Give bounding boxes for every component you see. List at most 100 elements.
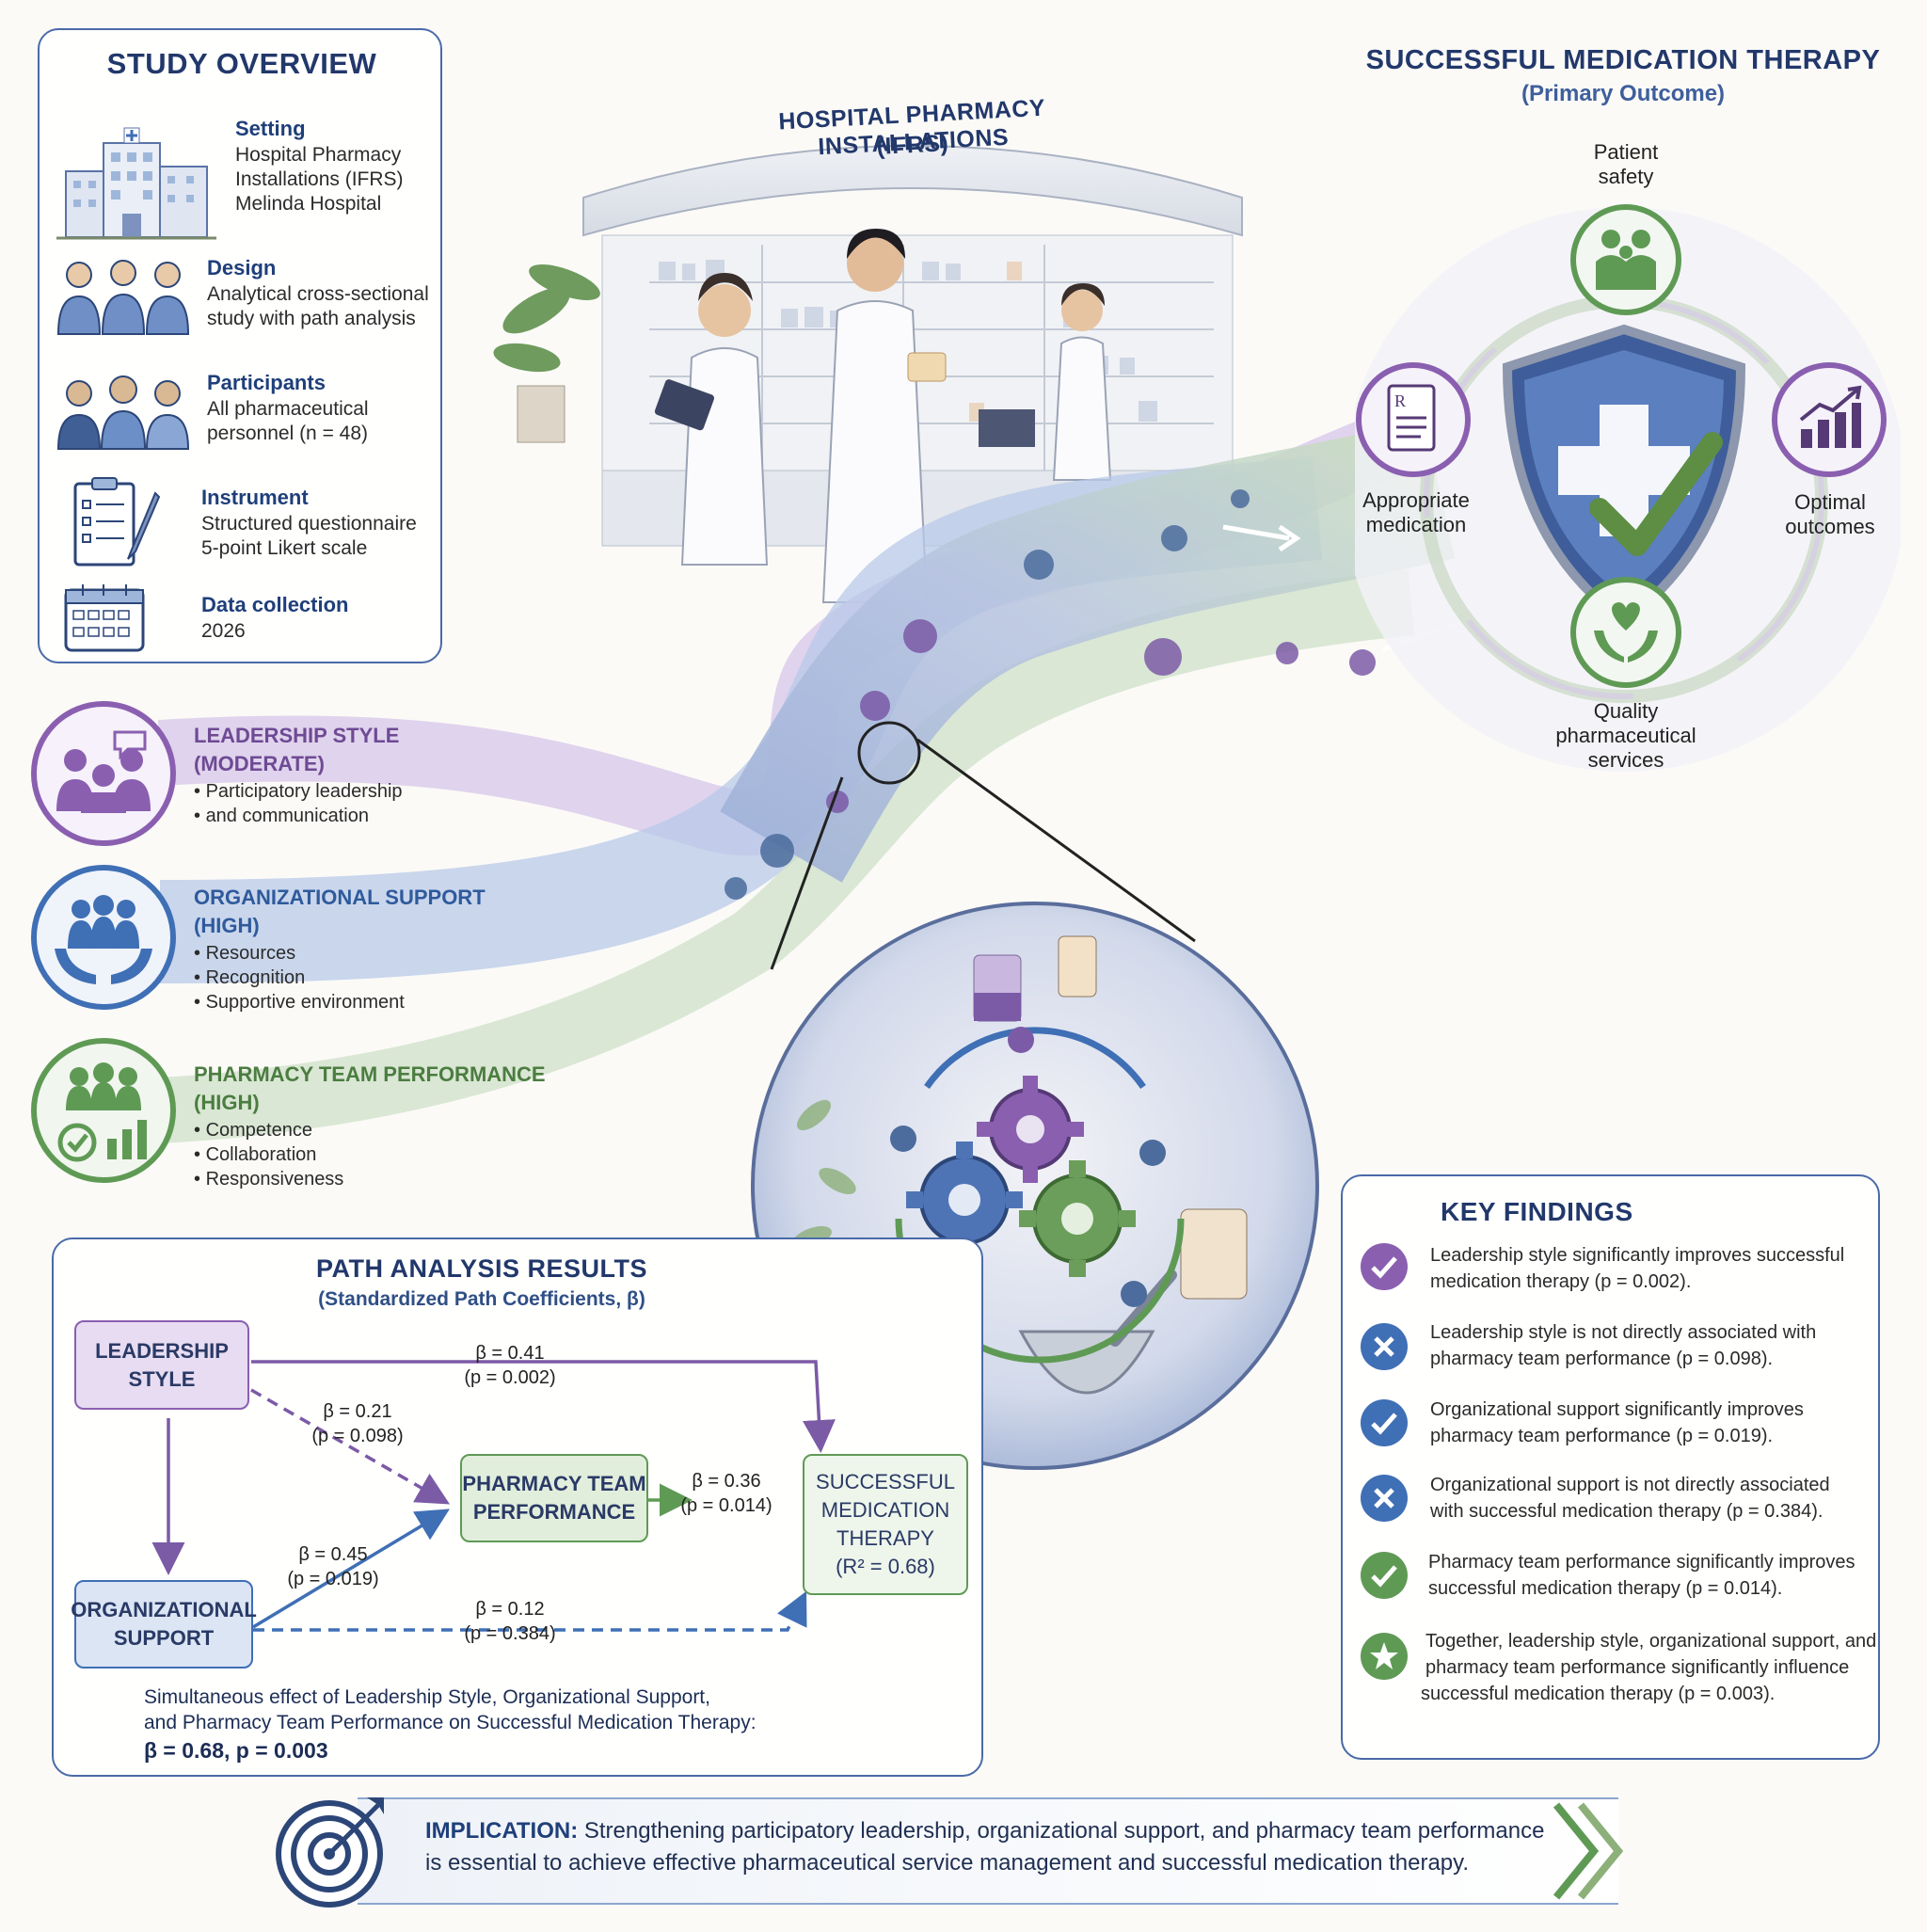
node-pharmacy-team-performance: PHARMACY TEAM PERFORMANCE xyxy=(460,1454,648,1542)
leadership-factor-level: (MODERATE) xyxy=(194,752,325,775)
participants-line-1: All pharmaceutical xyxy=(207,398,369,420)
node-team-line-1: PHARMACY TEAM xyxy=(462,1472,646,1495)
node-outcome-line-1: SUCCESSFUL xyxy=(816,1470,955,1493)
instrument-line-1: Structured questionnaire xyxy=(201,513,417,535)
finding-1-line-2: medication therapy (p = 0.002). xyxy=(1430,1271,1692,1292)
setting-line-1: Hospital Pharmacy xyxy=(235,144,402,166)
participants-icon xyxy=(53,369,194,458)
org-support-bullet-2: • Recognition xyxy=(194,967,306,988)
coef-team-outcome-beta: β = 0.36 xyxy=(692,1471,761,1492)
team-performance-factor-level: (HIGH) xyxy=(194,1091,260,1114)
coef-team-outcome-p: (p = 0.014) xyxy=(680,1495,772,1516)
design-line-2: study with path analysis xyxy=(207,308,416,329)
study-overview-title: STUDY OVERVIEW xyxy=(106,47,377,80)
simultaneous-effect-line-2: and Pharmacy Team Performance on Success… xyxy=(144,1712,756,1733)
leadership-factor-bullet-1: • Participatory leadership xyxy=(194,781,403,802)
hospital-icon xyxy=(56,124,216,251)
setting-line-2: Installations (IFRS) xyxy=(235,168,404,190)
node-leadership-style: LEADERSHIP STYLE xyxy=(74,1320,249,1410)
path-diagram-arrows xyxy=(151,1360,836,1632)
design-line-1: Analytical cross-sectional xyxy=(207,283,429,305)
simultaneous-effect-result: β = 0.68, p = 0.003 xyxy=(144,1738,328,1763)
prescription-icon: R xyxy=(1355,361,1472,483)
participants-line-2: personnel (n = 48) xyxy=(207,423,369,444)
team-performance-factor-title: PHARMACY TEAM PERFORMANCE xyxy=(194,1062,546,1086)
node-team-line-2: PERFORMANCE xyxy=(472,1500,636,1524)
finding-2-line-2: pharmacy team performance (p = 0.098). xyxy=(1430,1349,1774,1369)
setting-line-3: Melinda Hospital xyxy=(235,193,382,215)
node-organizational-support: ORGANIZATIONAL SUPPORT xyxy=(71,1580,257,1669)
finding-5-line-1: Pharmacy team performance significantly … xyxy=(1428,1552,1855,1573)
node-org-line-2: SUPPORT xyxy=(113,1626,215,1650)
calendar-icon xyxy=(60,581,154,661)
team-bullet-1: • Competence xyxy=(194,1120,312,1141)
coef-org-team-beta: β = 0.45 xyxy=(298,1544,368,1565)
finding-3-check-icon xyxy=(1360,1398,1409,1452)
coef-team-outcome: β = 0.36 (p = 0.014) xyxy=(665,1469,788,1518)
instrument-heading: Instrument xyxy=(201,486,309,509)
leadership-factor-title: LEADERSHIP STYLE xyxy=(194,724,400,747)
finding-1-line-1: Leadership style significantly improves … xyxy=(1430,1245,1845,1266)
team-bullet-3: • Responsiveness xyxy=(194,1169,344,1190)
node-leadership-line-2: STYLE xyxy=(128,1366,196,1391)
data-collection-heading: Data collection xyxy=(201,593,349,616)
optimal-outcomes-label-2: outcomes xyxy=(1785,515,1875,538)
implication-banner xyxy=(358,1797,1618,1905)
node-successful-medication-therapy: SUCCESSFUL MEDICATION THERAPY (R² = 0.68… xyxy=(803,1454,968,1595)
simultaneous-effect-line-1: Simultaneous effect of Leadership Style,… xyxy=(144,1686,710,1708)
coef-org-team-p: (p = 0.019) xyxy=(287,1569,379,1589)
coef-leadership-outcome-beta: β = 0.41 xyxy=(475,1343,545,1364)
quality-services-label-3: services xyxy=(1587,748,1664,772)
team-performance-factor-icon xyxy=(28,1035,179,1190)
appropriate-medication-label-1: Appropriate xyxy=(1362,488,1470,512)
org-bullet-1-text: Resources xyxy=(205,943,296,964)
team-bullet-2: • Collaboration xyxy=(194,1144,317,1165)
data-collection-line-1: 2026 xyxy=(201,620,246,642)
outcome-title: SUCCESSFUL MEDICATION THERAPY xyxy=(1365,45,1881,75)
leadership-factor-icon xyxy=(28,698,179,854)
org-support-factor-level: (HIGH) xyxy=(194,914,260,937)
node-outcome-line-2: MEDICATION xyxy=(820,1498,950,1522)
finding-5-line-2: successful medication therapy (p = 0.014… xyxy=(1428,1578,1783,1599)
finding-1-check-icon xyxy=(1360,1242,1409,1296)
design-heading: Design xyxy=(207,256,277,279)
leadership-bullet-1-text: Participatory leadership xyxy=(205,781,403,802)
implication-label: IMPLICATION: xyxy=(425,1818,579,1844)
quality-services-label-1: Quality xyxy=(1593,699,1659,723)
coef-leadership-team-p: (p = 0.098) xyxy=(311,1426,404,1446)
finding-4-line-1: Organizational support is not directly a… xyxy=(1430,1475,1830,1495)
clipboard-icon xyxy=(66,474,169,573)
path-analysis-subtitle: (Standardized Path Coefficients, β) xyxy=(318,1288,645,1310)
pharmacy-scene-illustration xyxy=(480,75,1346,640)
outcome-circle-illustration xyxy=(1342,141,1906,781)
leadership-bullet-2-text: and communication xyxy=(205,806,369,826)
coef-org-outcome: β = 0.12 (p = 0.384) xyxy=(449,1597,571,1646)
quality-services-label-2: pharmaceutical xyxy=(1555,724,1696,747)
outcome-subtitle: (Primary Outcome) xyxy=(1521,81,1726,106)
coef-leadership-team: β = 0.21 (p = 0.098) xyxy=(296,1399,419,1448)
patient-safety-label-1: Patient xyxy=(1593,140,1659,164)
svg-text:R: R xyxy=(1394,391,1406,410)
patient-safety-label-2: safety xyxy=(1598,165,1654,188)
finding-3-line-2: pharmacy team performance (p = 0.019). xyxy=(1430,1426,1774,1446)
finding-6-line-2: pharmacy team performance significantly … xyxy=(1425,1657,1850,1678)
finding-2-line-1: Leadership style is not directly associa… xyxy=(1430,1322,1817,1343)
implication-line-1: IMPLICATION: Strengthening participatory… xyxy=(425,1818,1544,1844)
setting-heading: Setting xyxy=(235,117,306,140)
org-bullet-2-text: Recognition xyxy=(205,967,306,988)
study-overview-panel: STUDY OVERVIEW Setting Hospital Pharmacy… xyxy=(38,28,442,663)
org-bullet-3-text: Supportive environment xyxy=(205,992,405,1013)
team-bullet-1-text: Competence xyxy=(205,1120,312,1141)
appropriate-medication-label-2: medication xyxy=(1365,513,1467,536)
patient-safety-icon xyxy=(1569,203,1682,321)
coef-org-outcome-p: (p = 0.384) xyxy=(464,1623,556,1644)
instrument-line-2: 5-point Likert scale xyxy=(201,537,368,559)
finding-4-cross-icon xyxy=(1360,1474,1409,1527)
org-support-factor-icon xyxy=(28,862,179,1017)
coef-leadership-outcome: β = 0.41 (p = 0.002) xyxy=(449,1341,571,1390)
org-support-bullet-3: • Supportive environment xyxy=(194,992,405,1013)
node-leadership-line-1: LEADERSHIP xyxy=(95,1338,229,1363)
path-analysis-title: PATH ANALYSIS RESULTS xyxy=(315,1254,648,1283)
target-icon xyxy=(273,1788,395,1915)
finding-4-line-2: with successful medication therapy (p = … xyxy=(1430,1501,1823,1522)
